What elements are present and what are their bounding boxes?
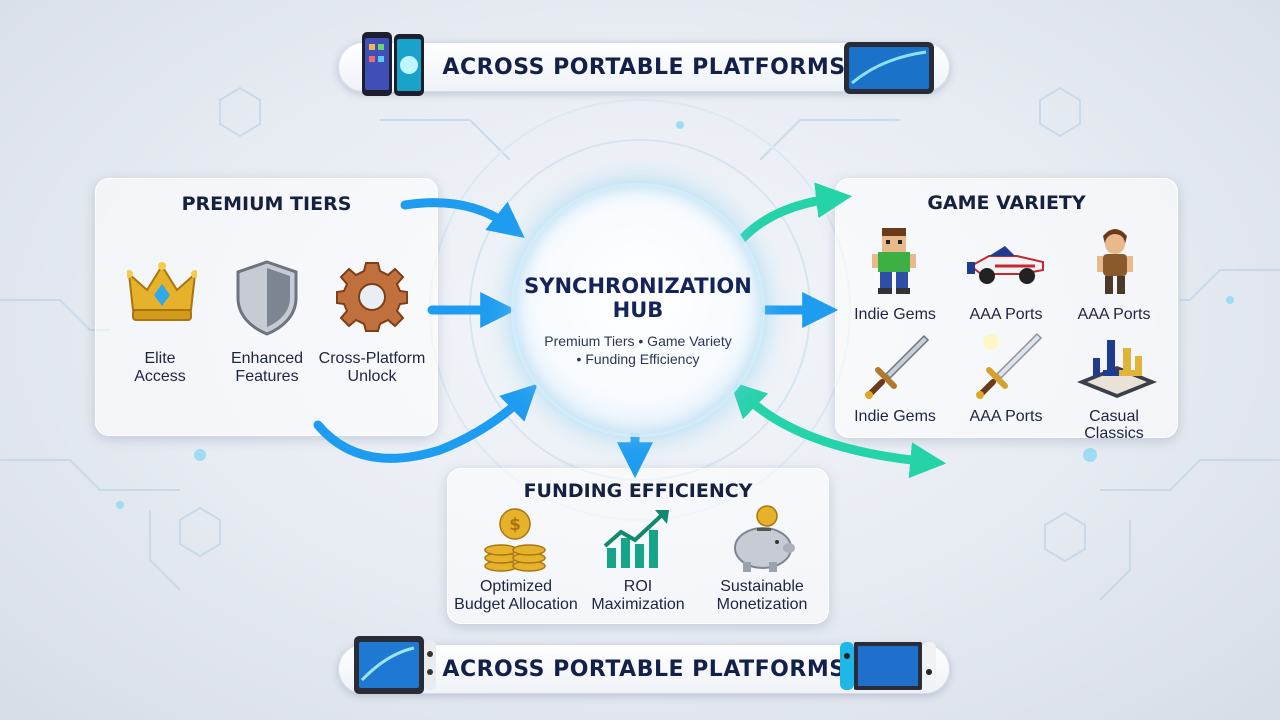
crown-icon (127, 262, 197, 321)
aaa-ports-label-3: AAA Ports (969, 408, 1043, 425)
top-banner-text: ACROSS PORTABLE PLATFORMS (442, 55, 846, 80)
funding-item-sustainable-monetization: Sustainable Monetization (697, 504, 827, 616)
bottom-banner-text: ACROSS PORTABLE PLATFORMS (442, 657, 846, 682)
premium-tiers-panel: PREMIUM TIERS Elite Access Enhanced Feat… (95, 178, 438, 436)
indie-gems-label-2: Indie Gems (854, 408, 936, 425)
game-item-aaa-ports-1: AAA Ports (951, 222, 1061, 326)
glowing-sword-icon (976, 332, 1043, 399)
adventurer-icon (1097, 229, 1133, 294)
premium-item-enhanced-features: Enhanced Features (212, 260, 322, 390)
roi-label-line2: Maximization (591, 596, 685, 613)
premium-item-elite-access: Elite Access (105, 260, 215, 390)
monetization-label-line1: Sustainable (720, 578, 804, 595)
budget-label-line2: Budget Allocation (454, 596, 578, 613)
funding-efficiency-panel: FUNDING EFFICIENCY $ Optimized Budget Al… (447, 468, 829, 624)
game-item-aaa-ports-2: AAA Ports (1059, 222, 1169, 326)
funding-efficiency-title: FUNDING EFFICIENCY (523, 480, 753, 502)
hub-subtitle-line2: • Funding Efficiency (576, 351, 700, 367)
funding-item-optimized-budget: $ Optimized Budget Allocation (451, 504, 581, 616)
premium-item-cross-platform-unlock: Cross-Platform Unlock (317, 260, 427, 390)
race-car-icon (967, 246, 1044, 284)
game-item-indie-gems-2: Indie Gems (840, 326, 950, 430)
synchronization-hub: SYNCHRONIZATION HUB Premium Tiers • Game… (514, 186, 762, 434)
roi-label-line1: ROI (623, 578, 653, 595)
enhanced-label-line1: Enhanced (230, 350, 304, 367)
enhanced-label-line2: Features (235, 368, 299, 385)
aaa-ports-label-1: AAA Ports (969, 306, 1043, 323)
casual-classics-label: Casual Classics (1084, 408, 1144, 442)
game-variety-panel: GAME VARIETY Indie Gems AAA Ports (835, 178, 1178, 442)
chess-board-icon (1077, 340, 1157, 398)
gear-icon (336, 262, 408, 332)
aaa-ports-label-2: AAA Ports (1077, 306, 1151, 323)
smartphones-icon (362, 32, 424, 96)
handheld-console-icon (354, 636, 436, 694)
monetization-label-line2: Monetization (716, 596, 808, 613)
sword-icon (865, 334, 930, 399)
indie-gems-label-1: Indie Gems (854, 306, 936, 323)
gold-coins-icon: $ (484, 508, 546, 572)
game-variety-title: GAME VARIETY (927, 192, 1086, 214)
cross-platform-label-line2: Unlock (347, 368, 397, 385)
game-item-casual-classics: Casual Classics (1059, 326, 1169, 442)
svg-text:$: $ (509, 515, 521, 535)
pixel-character-icon (872, 228, 916, 294)
game-item-aaa-ports-3: AAA Ports (951, 326, 1061, 430)
growth-chart-icon (603, 510, 669, 568)
hub-title-line2: HUB (612, 298, 664, 322)
budget-label-line1: Optimized (479, 578, 553, 595)
game-item-indie-gems-1: Indie Gems (840, 222, 950, 326)
elite-label-line1: Elite (144, 350, 176, 367)
shield-icon (236, 260, 298, 336)
premium-tiers-title: PREMIUM TIERS (181, 193, 352, 215)
cross-platform-label-line1: Cross-Platform (318, 350, 426, 367)
tablet-icon (844, 42, 934, 94)
hub-title-line1: SYNCHRONIZATION (524, 274, 752, 298)
piggy-bank-icon (734, 505, 795, 572)
funding-item-roi-maximization: ROI Maximization (573, 504, 703, 616)
switch-console-icon (840, 642, 936, 690)
hub-subtitle-line1: Premium Tiers • Game Variety (544, 333, 732, 349)
elite-label-line2: Access (134, 368, 186, 385)
